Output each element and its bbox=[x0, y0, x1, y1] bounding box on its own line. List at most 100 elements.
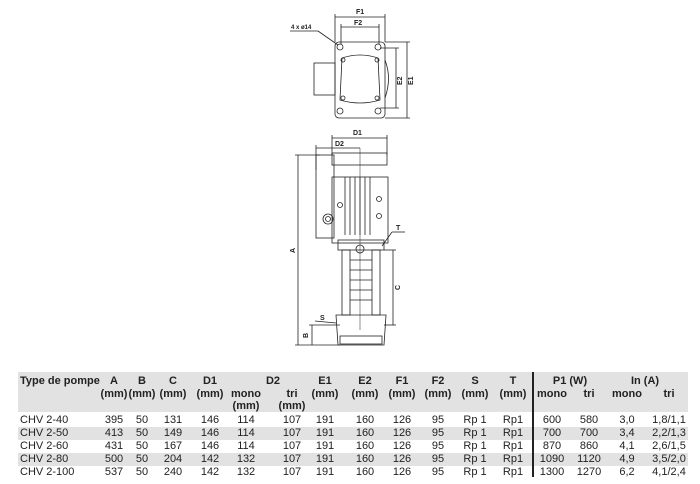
header-e2: E2 bbox=[358, 375, 372, 387]
header-t: T bbox=[509, 375, 517, 387]
subheader-in-mono: mono bbox=[612, 388, 642, 400]
cell-f1: 126 bbox=[392, 453, 412, 465]
dim-label-d1: D1 bbox=[353, 130, 362, 137]
cell-t: Rp1 bbox=[502, 466, 524, 478]
cell-d1: 142 bbox=[200, 453, 220, 465]
cell-d2-mono: 132 bbox=[236, 453, 256, 465]
dim-label-f2: F2 bbox=[354, 20, 362, 27]
cell-in-tri: 2,2/1,3 bbox=[652, 427, 686, 439]
cell-s: Rp 1 bbox=[463, 427, 487, 439]
cell-f1: 126 bbox=[392, 414, 412, 426]
dim-label-holes: 4 x ø14 bbox=[291, 25, 312, 31]
cell-b: 50 bbox=[135, 453, 149, 465]
cell-b: 50 bbox=[135, 466, 149, 478]
unit-e1: (mm) bbox=[311, 388, 339, 400]
unit-d2-mono: (mm) bbox=[232, 400, 260, 412]
cell-t: Rp1 bbox=[502, 427, 524, 439]
unit-t: (mm) bbox=[499, 388, 527, 400]
cell-in-mono: 3,4 bbox=[619, 427, 635, 439]
cell-in-tri: 4,1/2,4 bbox=[652, 466, 686, 478]
subheader-d2-mono: mono bbox=[231, 388, 261, 400]
cell-in-mono: 3,0 bbox=[619, 414, 635, 426]
cell-b: 50 bbox=[135, 427, 149, 439]
header-f1: F1 bbox=[395, 375, 409, 387]
cell-c: 149 bbox=[163, 427, 183, 439]
cell-s: Rp 1 bbox=[463, 414, 487, 426]
cell-b: 50 bbox=[135, 440, 149, 452]
cell-a: 413 bbox=[104, 427, 124, 439]
dim-label-t: T bbox=[396, 225, 401, 232]
cell-f2: 95 bbox=[431, 427, 445, 439]
cell-e1: 191 bbox=[315, 427, 335, 439]
unit-a: (mm) bbox=[100, 388, 128, 400]
cell-a: 537 bbox=[104, 466, 124, 478]
header-f2: F2 bbox=[431, 375, 445, 387]
table-header-background bbox=[18, 372, 688, 412]
header-s: S bbox=[471, 375, 479, 387]
unit-d2-tri: (mm) bbox=[278, 400, 306, 412]
dim-label-s: S bbox=[320, 315, 325, 322]
cell-p1-mono: 1300 bbox=[539, 466, 565, 478]
cell-d2-tri: 107 bbox=[282, 440, 302, 452]
dim-label-a: A bbox=[290, 248, 297, 253]
dim-label-e1: E1 bbox=[408, 76, 415, 85]
subheader-in-tri: tri bbox=[663, 388, 675, 400]
cell-b: 50 bbox=[135, 414, 149, 426]
cell-t: Rp1 bbox=[502, 414, 524, 426]
cell-p1-mono: 870 bbox=[542, 440, 562, 452]
cell-in-tri: 1,8/1,1 bbox=[652, 414, 686, 426]
unit-e2: (mm) bbox=[351, 388, 379, 400]
cell-a: 431 bbox=[104, 440, 124, 452]
pump-dimension-drawing: F1 F2 4 x ø14 E2 E1 D1 D2 A B C S T bbox=[290, 9, 415, 346]
cell-e1: 191 bbox=[315, 440, 335, 452]
cell-d1: 142 bbox=[200, 466, 220, 478]
cell-c: 167 bbox=[163, 440, 183, 452]
dim-label-d2: D2 bbox=[335, 141, 344, 148]
cell-e2: 160 bbox=[355, 440, 375, 452]
cell-f1: 126 bbox=[392, 440, 412, 452]
cell-type: CHV 2-50 bbox=[20, 427, 69, 439]
cell-in-mono: 6,2 bbox=[619, 466, 635, 478]
cell-e2: 160 bbox=[355, 427, 375, 439]
unit-c: (mm) bbox=[159, 388, 187, 400]
unit-s: (mm) bbox=[461, 388, 489, 400]
side-view: D1 D2 A B C S T bbox=[290, 130, 405, 346]
dim-label-b: B bbox=[303, 333, 310, 338]
header-in: In (A) bbox=[630, 375, 660, 387]
header-type: Type de pompe bbox=[20, 375, 100, 387]
cell-in-mono: 4,9 bbox=[619, 453, 635, 465]
subheader-p1-tri: tri bbox=[583, 388, 595, 400]
dim-label-c: C bbox=[395, 285, 402, 290]
cell-e2: 160 bbox=[355, 414, 375, 426]
top-view: F1 F2 4 x ø14 E2 E1 bbox=[290, 9, 415, 119]
cell-d2-tri: 107 bbox=[282, 466, 302, 478]
cell-t: Rp1 bbox=[502, 440, 524, 452]
subheader-p1-mono: mono bbox=[537, 388, 567, 400]
cell-type: CHV 2-40 bbox=[20, 414, 69, 426]
cell-d1: 146 bbox=[200, 427, 220, 439]
cell-e1: 191 bbox=[315, 414, 335, 426]
unit-f2: (mm) bbox=[424, 388, 452, 400]
cell-s: Rp 1 bbox=[463, 453, 487, 465]
cell-p1-mono: 1090 bbox=[539, 453, 565, 465]
cell-f1: 126 bbox=[392, 466, 412, 478]
cell-p1-mono: 600 bbox=[542, 414, 562, 426]
header-c: C bbox=[169, 375, 177, 387]
unit-b: (mm) bbox=[128, 388, 156, 400]
cell-s: Rp 1 bbox=[463, 466, 487, 478]
dim-label-e2: E2 bbox=[397, 76, 404, 85]
cell-c: 204 bbox=[163, 453, 183, 465]
cell-d2-mono: 114 bbox=[237, 440, 255, 452]
cell-in-tri: 3,5/2,0 bbox=[652, 453, 686, 465]
row-stripe bbox=[18, 427, 688, 440]
subheader-d2-tri: tri bbox=[286, 388, 298, 400]
header-d1: D1 bbox=[202, 375, 218, 387]
cell-d2-tri: 107 bbox=[282, 453, 302, 465]
cell-in-mono: 4,1 bbox=[619, 440, 635, 452]
header-e1: E1 bbox=[318, 375, 332, 387]
row-stripe bbox=[18, 453, 688, 466]
cell-s: Rp 1 bbox=[463, 440, 487, 452]
header-d2: D2 bbox=[265, 375, 281, 387]
cell-type: CHV 2-80 bbox=[20, 453, 69, 465]
cell-a: 500 bbox=[104, 453, 124, 465]
